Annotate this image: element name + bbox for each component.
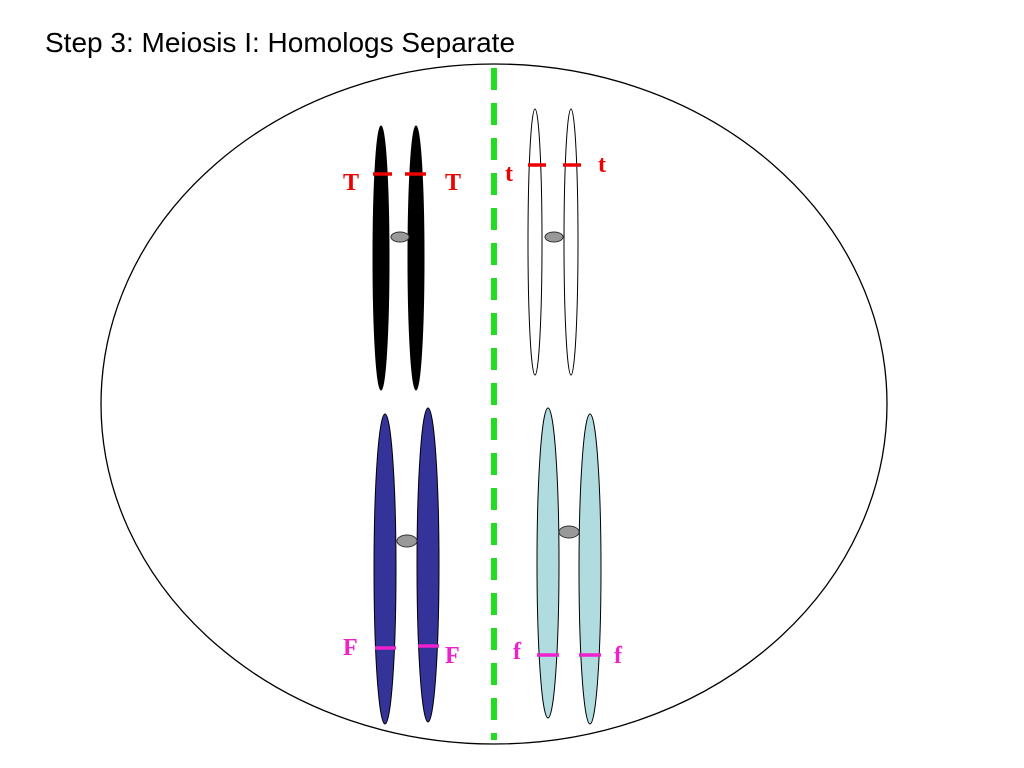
chromatid-navy-left [373, 413, 397, 725]
centromere-black [390, 231, 410, 243]
slide-title: Step 3: Meiosis I: Homologs Separate [45, 27, 520, 59]
allele-label-T-right: T [445, 170, 461, 196]
cell-membrane [100, 63, 888, 745]
chromatid-white-right [563, 108, 579, 376]
chromatid-lightblue-right [578, 413, 602, 725]
allele-label-t-left: t [505, 161, 513, 187]
chromatid-black-right [407, 125, 425, 391]
centromere-navy [396, 534, 418, 548]
allele-label-T-left: T [343, 170, 359, 196]
allele-label-F-left: F [343, 635, 358, 661]
chromatid-white-left [527, 108, 543, 376]
allele-label-t-right: t [598, 152, 606, 178]
chromosome-white [527, 108, 581, 376]
centromere-white [544, 231, 564, 243]
centromere-lightblue [558, 525, 580, 539]
chromosome-navy [373, 407, 440, 725]
chromosome-lightblue [536, 407, 602, 725]
chromosome-black [372, 125, 426, 391]
chromatid-lightblue-left [536, 407, 560, 719]
chromatid-black-left [372, 125, 390, 391]
allele-label-F-right: F [445, 643, 460, 669]
chromatid-navy-right [416, 407, 440, 723]
allele-label-f-left: f [513, 639, 522, 665]
allele-label-f-right: f [614, 643, 623, 669]
